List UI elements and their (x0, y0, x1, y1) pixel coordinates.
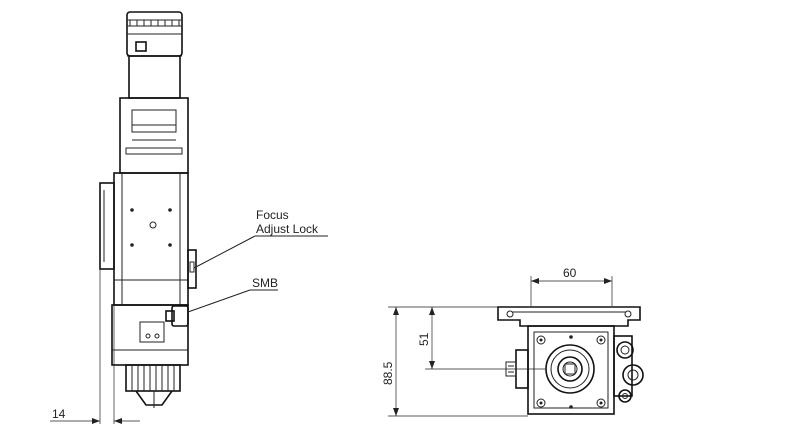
dimension-60: 60 (530, 266, 613, 306)
dimension-88-5: 88.5 (381, 306, 528, 417)
adjust-lock-label: Adjust Lock (256, 222, 319, 236)
smb-label: SMB (252, 276, 278, 290)
focus-label: Focus (256, 208, 289, 222)
smb-connector (165, 305, 189, 327)
top-cap (126, 11, 183, 57)
main-body (113, 172, 189, 306)
side-view (99, 11, 197, 424)
dim-88-5-text: 88.5 (381, 361, 395, 385)
upper-block (119, 97, 189, 174)
dim-14-text: 14 (52, 407, 66, 421)
leader-lines (187, 235, 328, 313)
dimension-51: 51 (417, 307, 546, 370)
dim-60-text: 60 (563, 266, 577, 280)
lower-block (111, 304, 189, 366)
focus-adjust-lock (187, 249, 197, 289)
nozzle (125, 364, 181, 408)
top-view (497, 306, 644, 415)
upper-neck (128, 55, 181, 99)
square-body (527, 325, 615, 415)
dim-51-text: 51 (417, 332, 431, 346)
side-plate (99, 182, 115, 270)
dimension-14: 14 (50, 407, 140, 424)
mounting-flange (497, 306, 641, 327)
center-lens (545, 344, 595, 394)
right-fittings (613, 335, 644, 403)
